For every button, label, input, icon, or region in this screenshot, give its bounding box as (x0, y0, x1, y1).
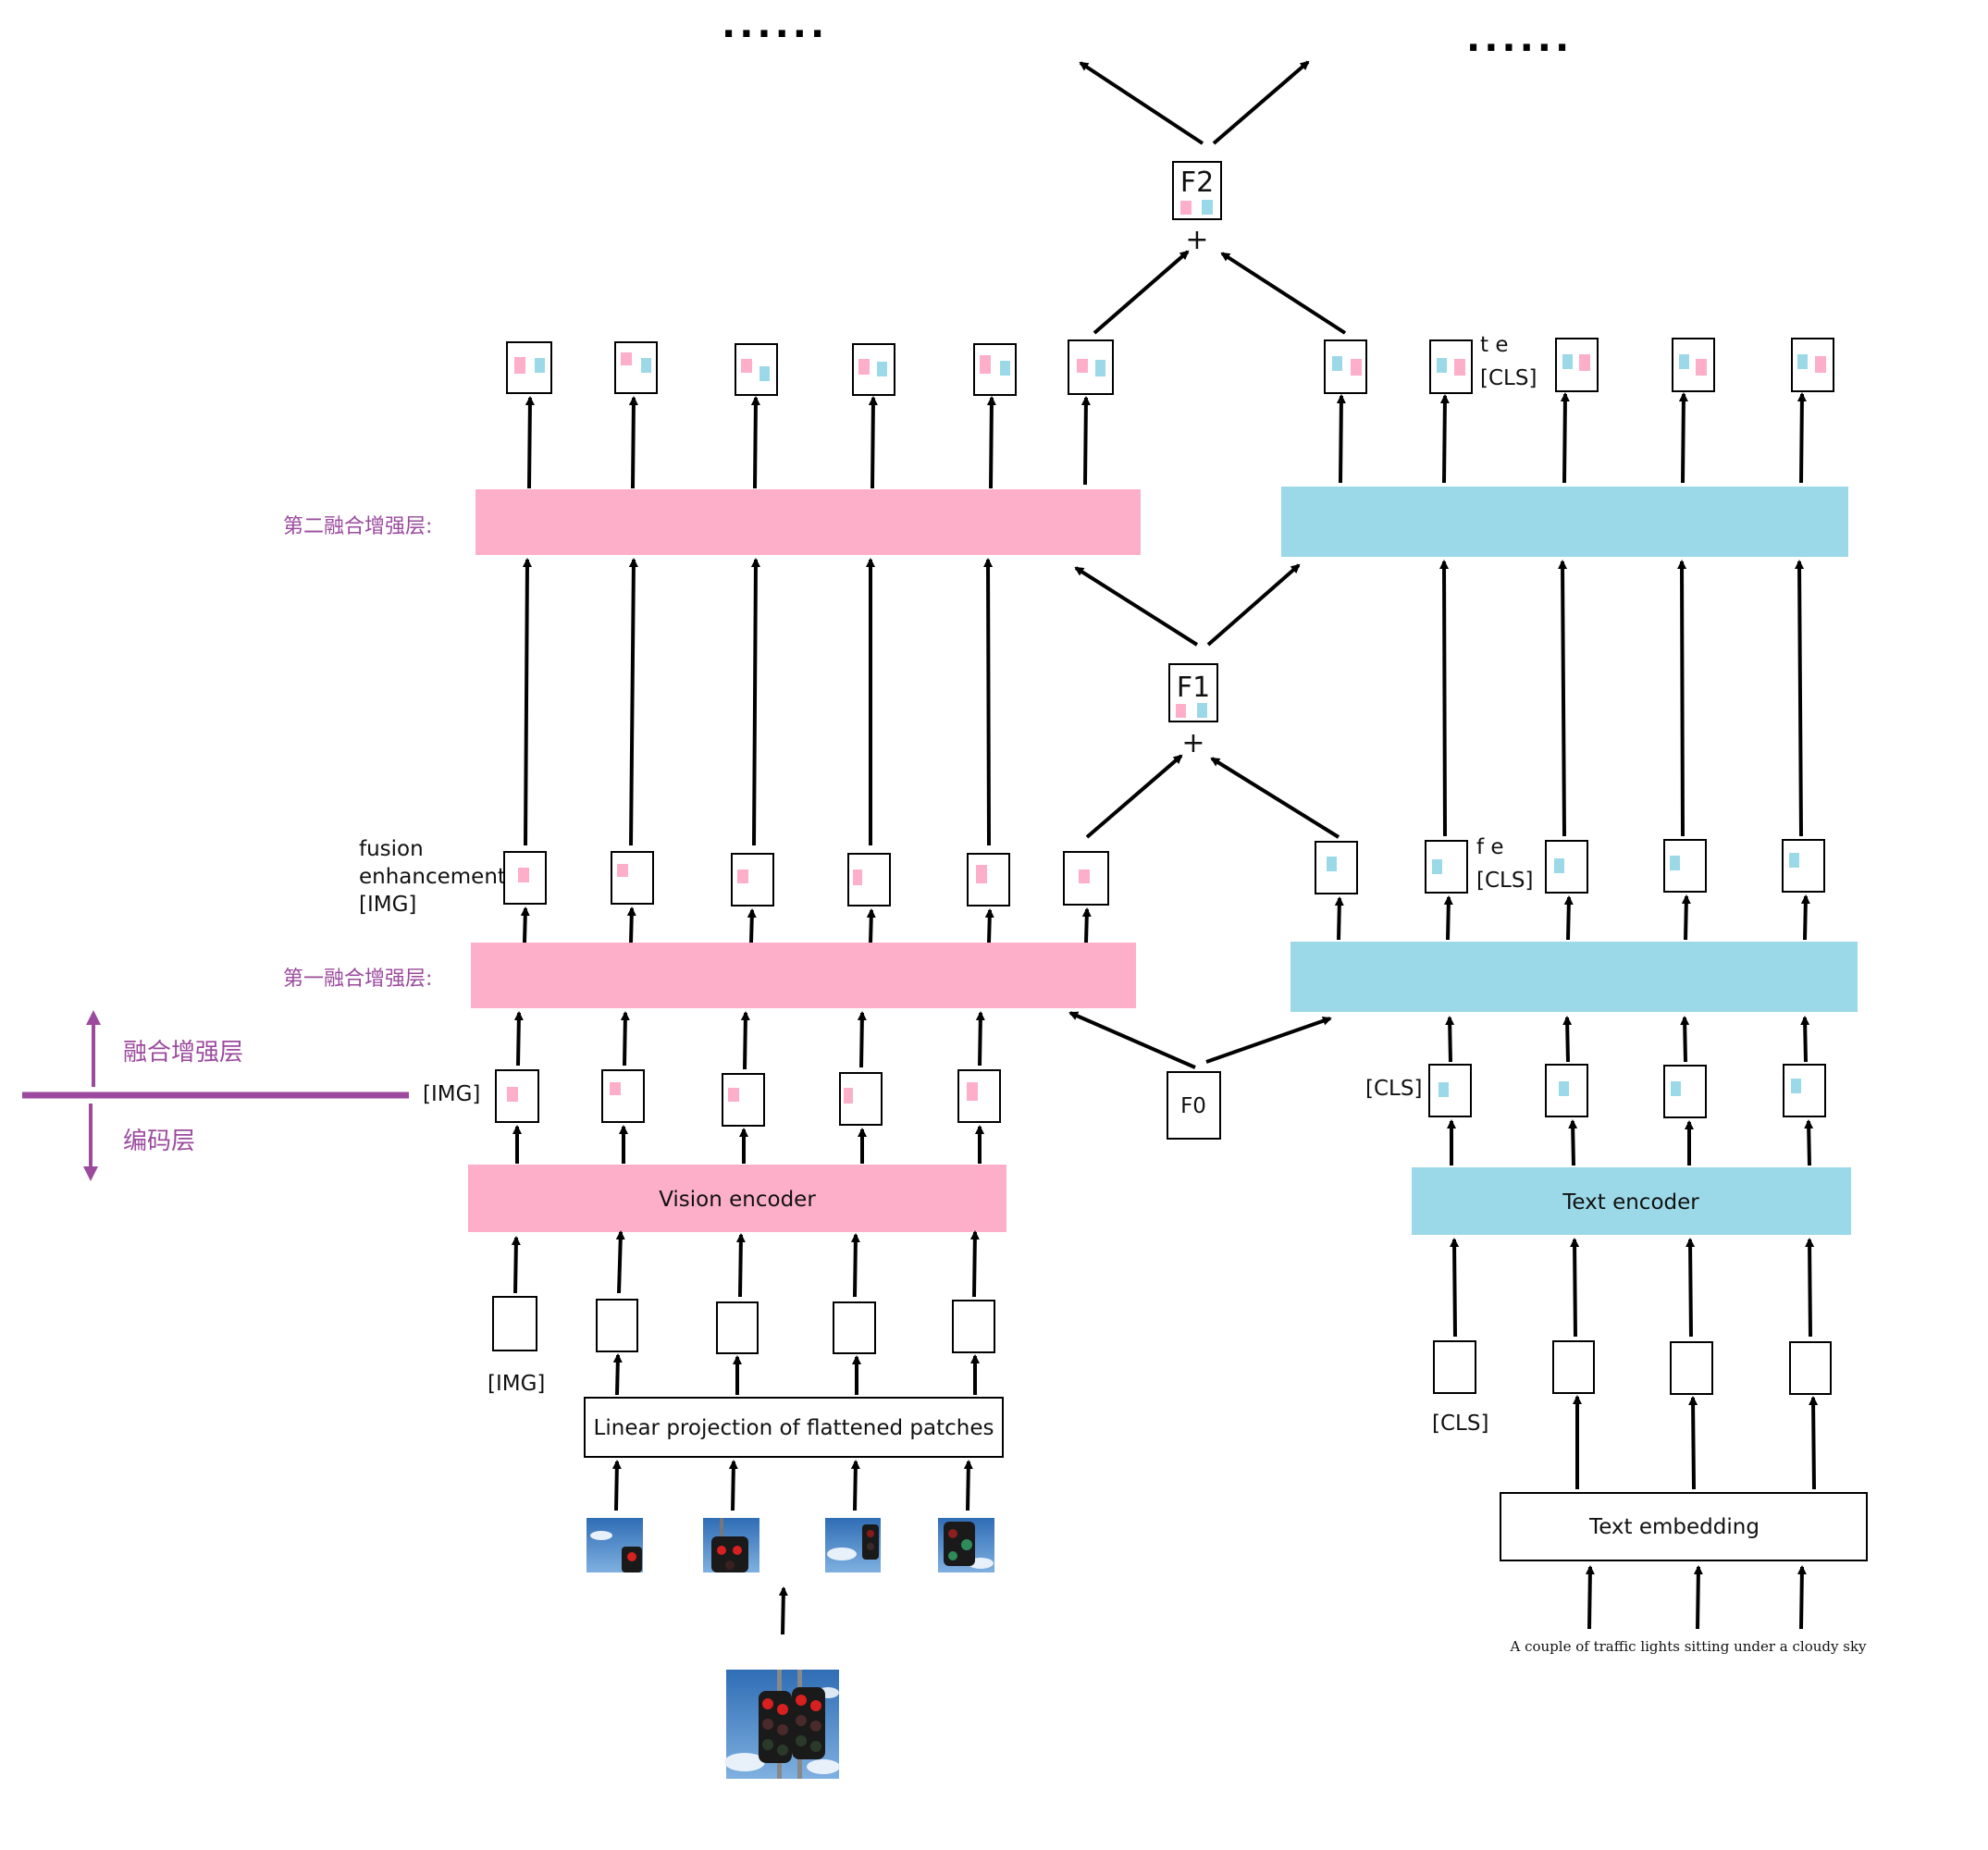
second-fusion-layer-vision (475, 489, 1141, 555)
text-input-tokens (1433, 1340, 1832, 1395)
arrow-f1-to-vision (1074, 566, 1199, 647)
vision-output-tokens-top (506, 339, 1114, 396)
vision-mid-tokens (503, 851, 1109, 906)
te-cls-label: [CLS] (1480, 366, 1537, 390)
f2-plus: + (1185, 224, 1208, 256)
ellipsis-right: ...... (1466, 18, 1573, 60)
first-fusion-layer-vision (471, 943, 1136, 1008)
text-encoder-output-tokens (1428, 1064, 1826, 1118)
encoding-layer-legend: 编码层 (123, 1128, 195, 1155)
arrow-f1-to-text (1206, 563, 1301, 647)
image-patch-2 (703, 1518, 759, 1572)
traffic-light-image (724, 1670, 840, 1779)
f0-label: F0 (1180, 1094, 1206, 1118)
f0-node (1167, 1071, 1221, 1140)
f1-label: F1 (1177, 672, 1210, 704)
fusion-layer-legend: 融合增强层 (123, 1039, 243, 1067)
first-fusion-layer-text (1290, 942, 1858, 1012)
text-embedding-box (1500, 1492, 1868, 1561)
image-patch-1 (587, 1518, 643, 1572)
te-label: t e (1480, 333, 1508, 357)
cls-input-label: [CLS] (1432, 1412, 1488, 1436)
layer-indicator (22, 1010, 409, 1181)
f1-plus: + (1181, 727, 1204, 759)
vision-encoder-label: Vision encoder (659, 1188, 816, 1212)
text-encoder-label: Text encoder (1562, 1190, 1699, 1215)
second-layer-label: 第二融合增强层: (283, 515, 432, 538)
f2-label: F2 (1180, 166, 1214, 199)
linear-projection-label: Linear projection of flattened patches (594, 1416, 994, 1440)
text-encoder (1412, 1167, 1851, 1235)
second-fusion-layer-text (1281, 487, 1848, 557)
fe-cls-label: [CLS] (1476, 869, 1533, 893)
linear-projection-box (584, 1397, 1004, 1458)
arrows-caption-to-embedding (1585, 1565, 1807, 1630)
image-patch-4 (938, 1518, 994, 1572)
arrows-input-to-encoder (511, 1230, 1815, 1338)
arrows-second-layer-out (525, 392, 1807, 489)
arrows-encoder-out (512, 1119, 1814, 1166)
img-input-label: [IMG] (488, 1372, 545, 1396)
arrows-mid-to-second-layer (522, 558, 1805, 846)
arrow-f0-to-vision (1068, 1011, 1196, 1069)
fe-label: f e (1476, 835, 1504, 859)
text-mid-tokens (1315, 839, 1825, 894)
arrows-encoder-tokens-to-first-layer (513, 1011, 1810, 1070)
text-embedding-label: Text embedding (1588, 1515, 1760, 1539)
ellipsis-left: ...... (722, 4, 828, 46)
arrows-projection-to-tokens (612, 1353, 1819, 1490)
vision-input-tokens (492, 1296, 995, 1354)
arrow-vision-to-f1 (1085, 754, 1183, 839)
arrow-image-to-patches (778, 1586, 788, 1635)
arrows-patches-to-projection (611, 1460, 973, 1511)
text-caption: A couple of traffic lights sitting under… (1509, 1638, 1867, 1655)
arrow-text-to-f1 (1210, 757, 1340, 839)
cls-token-label: [CLS] (1365, 1077, 1422, 1101)
arrow-text-to-f2 (1220, 252, 1347, 335)
vision-encoder (468, 1165, 1006, 1232)
first-layer-label: 第一融合增强层: (283, 968, 432, 991)
arrow-f2-up-right (1212, 60, 1310, 145)
fusion-label-line2: enhancement (359, 865, 506, 889)
arrow-f2-up-left (1079, 61, 1204, 145)
fusion-label-line1: fusion (359, 837, 424, 861)
image-patches (587, 1518, 994, 1572)
arrow-f0-to-text (1205, 1016, 1332, 1064)
f1-node: F1 (1168, 663, 1218, 722)
arrows-first-layer-out (520, 894, 1810, 944)
f2-node: F2 (1172, 161, 1222, 220)
fusion-label-line3: [IMG] (359, 893, 416, 917)
image-patch-3 (825, 1518, 881, 1572)
img-token-label: [IMG] (423, 1082, 480, 1106)
arrow-vision-to-f2 (1093, 250, 1190, 335)
text-output-tokens-top (1324, 338, 1834, 394)
vision-encoder-output-tokens (495, 1069, 1001, 1127)
